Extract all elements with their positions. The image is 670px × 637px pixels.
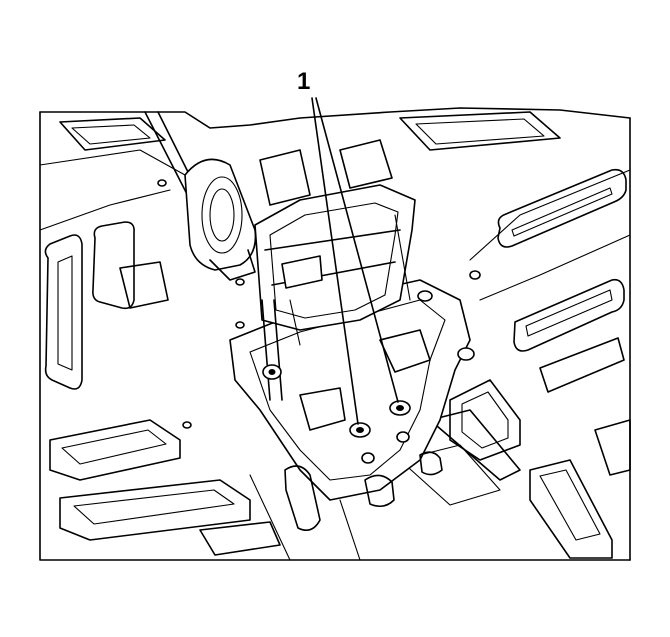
callout-leader-lines [311,97,399,425]
left-floor-ribs [44,221,281,556]
right-floor-ribs [399,111,631,559]
upper-left-ribs [59,117,166,151]
callout-label-1: 1 [297,68,311,95]
mounting-bolts [157,179,481,464]
lower-brackets [249,451,443,561]
cable-pulley-assembly [144,111,283,401]
floor-panel-outline [39,107,631,561]
console-bracket [229,279,471,501]
